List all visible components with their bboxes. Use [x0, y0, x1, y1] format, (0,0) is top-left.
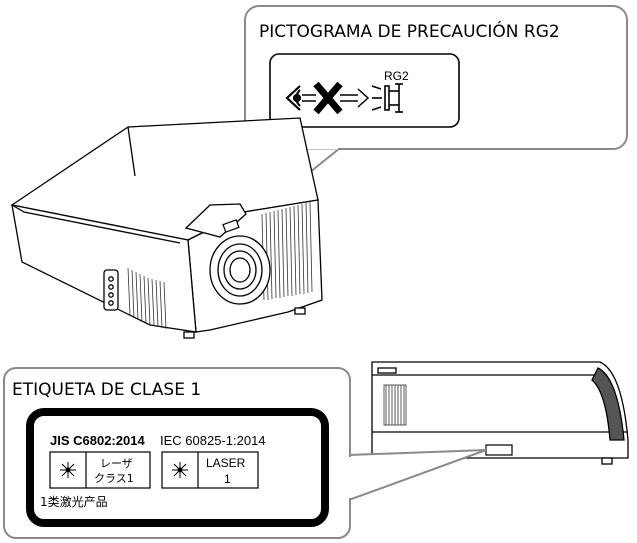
- jp-laser-class-box: レーザ クラス1: [49, 451, 151, 489]
- laser-starburst-icon: [60, 462, 76, 478]
- jp-label-line1: レーザ: [100, 457, 133, 470]
- lens: [209, 235, 271, 305]
- rg2-pictogram-tag: RG2: [384, 69, 409, 83]
- prohibited-x-icon: [313, 81, 343, 115]
- projector-side-view: [371, 361, 629, 465]
- class1-callout-title: ETIQUETA DE CLASE 1: [12, 380, 201, 400]
- laser-label-line2: 1: [224, 472, 231, 486]
- class1-callout: ETIQUETA DE CLASE 1 JIS C6802:2014 IEC 6…: [3, 367, 487, 539]
- jp-label-line2: クラス1: [94, 472, 134, 485]
- top-label-recess: [184, 203, 247, 238]
- rg2-callout: PICTOGRAMA DE PRECAUCIÓN RG2: [237, 5, 628, 231]
- front-vent: [591, 367, 625, 441]
- laser-label-line1: LASER: [206, 456, 246, 470]
- eye-icon: [285, 85, 302, 111]
- control-panel: [103, 269, 119, 311]
- rg2-callout-title: PICTOGRAMA DE PRECAUCIÓN RG2: [259, 20, 560, 42]
- light-arrow-icon: [302, 88, 370, 108]
- laser-starburst-icon: [172, 462, 188, 478]
- jp-product-class-text: 1类激光产品: [40, 495, 108, 509]
- jis-standard-text: JIS C6802:2014: [50, 433, 145, 448]
- front-vent-grille: [261, 201, 313, 301]
- rg2-label-on-projector: [222, 219, 240, 233]
- side-vent-grille: [127, 267, 167, 330]
- iec-standard-text: IEC 60825-1:2014: [160, 433, 266, 448]
- laser-class1-box: LASER 1: [161, 451, 259, 489]
- light-source-icon: [371, 83, 403, 113]
- class1-callout-leader: [348, 449, 487, 502]
- projector-front-view: [10, 117, 323, 339]
- side-vent: [383, 384, 407, 426]
- class1-label-on-projector: [485, 444, 513, 456]
